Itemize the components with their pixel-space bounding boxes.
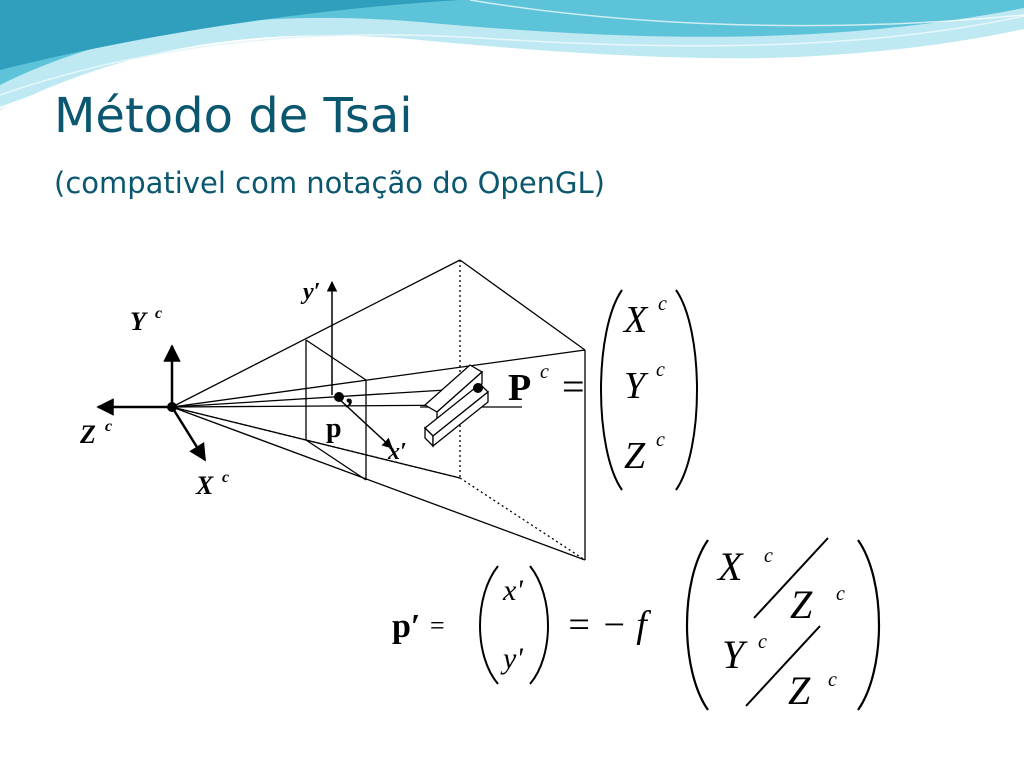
eq-frac2-den: Z <box>788 668 811 713</box>
eq-pprime-neg-f: = − f <box>566 604 651 646</box>
object-bar <box>423 364 489 448</box>
projection-ray <box>171 387 479 408</box>
image-x-label: x′ <box>387 439 407 465</box>
eq-Pc-row3-sup: c <box>656 429 665 451</box>
eq-frac1-den-sup: c <box>836 583 845 605</box>
eq-Pc-row2-var: Y <box>624 365 649 407</box>
eq-fraction-left-paren <box>685 539 709 711</box>
eq-Pc-row2-sup: c <box>656 359 665 381</box>
equation-Pc: P c = X c Y c Z c <box>508 289 698 491</box>
eq-frac2-num: Y <box>722 632 748 677</box>
eq-pprime-left-paren <box>479 565 499 685</box>
eq-Pc-row1-var: X <box>622 299 649 341</box>
eq-frac2-num-sup: c <box>758 631 767 653</box>
slide-title: Método de Tsai <box>54 88 413 144</box>
camera-y-label: Y <box>130 307 148 336</box>
image-x-axis <box>337 397 393 449</box>
camera-y-sup: c <box>155 305 162 322</box>
eq-frac1-num: X <box>716 544 744 589</box>
camera-axes <box>96 344 207 462</box>
eq-pprime-row2: y' <box>500 642 523 675</box>
eq-Pc-right-paren <box>675 289 698 491</box>
image-point-p <box>334 392 344 402</box>
eq-Pc-lhs: P <box>508 367 531 409</box>
eq-fraction-right-paren <box>857 539 881 711</box>
image-point-label: p <box>326 413 342 444</box>
eq-pprime-row1: x' <box>502 574 523 607</box>
eq-Pc-row1-sup: c <box>658 293 667 315</box>
eq-pprime-right-paren <box>529 565 549 685</box>
camera-z-label: Z <box>79 420 96 449</box>
camera-x-sup: c <box>222 469 229 486</box>
eq-frac2-den-sup: c <box>828 669 837 691</box>
eq-pprime-equals: = <box>430 611 445 640</box>
image-point-prime: ’ <box>344 392 354 425</box>
eq-Pc-lhs-sup: c <box>540 361 549 383</box>
eq-frac2-slash <box>745 625 821 707</box>
view-frustum <box>171 259 586 561</box>
equation-pprime: p′ = x' y' = − f X c Z c Y c Z c <box>392 537 881 713</box>
camera-z-sup: c <box>105 418 112 435</box>
world-point-P <box>473 383 483 393</box>
eq-frac1-slash <box>753 537 829 619</box>
eq-Pc-equals: = <box>562 364 585 409</box>
camera-x-label: X <box>195 471 214 500</box>
image-y-label: y′ <box>300 279 320 305</box>
slide-subtitle: (compativel com notação do OpenGL) <box>54 166 605 200</box>
eq-frac1-den: Z <box>790 582 813 627</box>
image-plane <box>305 339 367 481</box>
eq-frac1-num-sup: c <box>764 545 773 567</box>
eq-Pc-row3-var: Z <box>624 435 646 477</box>
header-wave-decoration <box>0 0 1024 110</box>
eq-Pc-left-paren <box>600 289 623 491</box>
eq-pprime-lhs: p′ <box>392 608 420 645</box>
